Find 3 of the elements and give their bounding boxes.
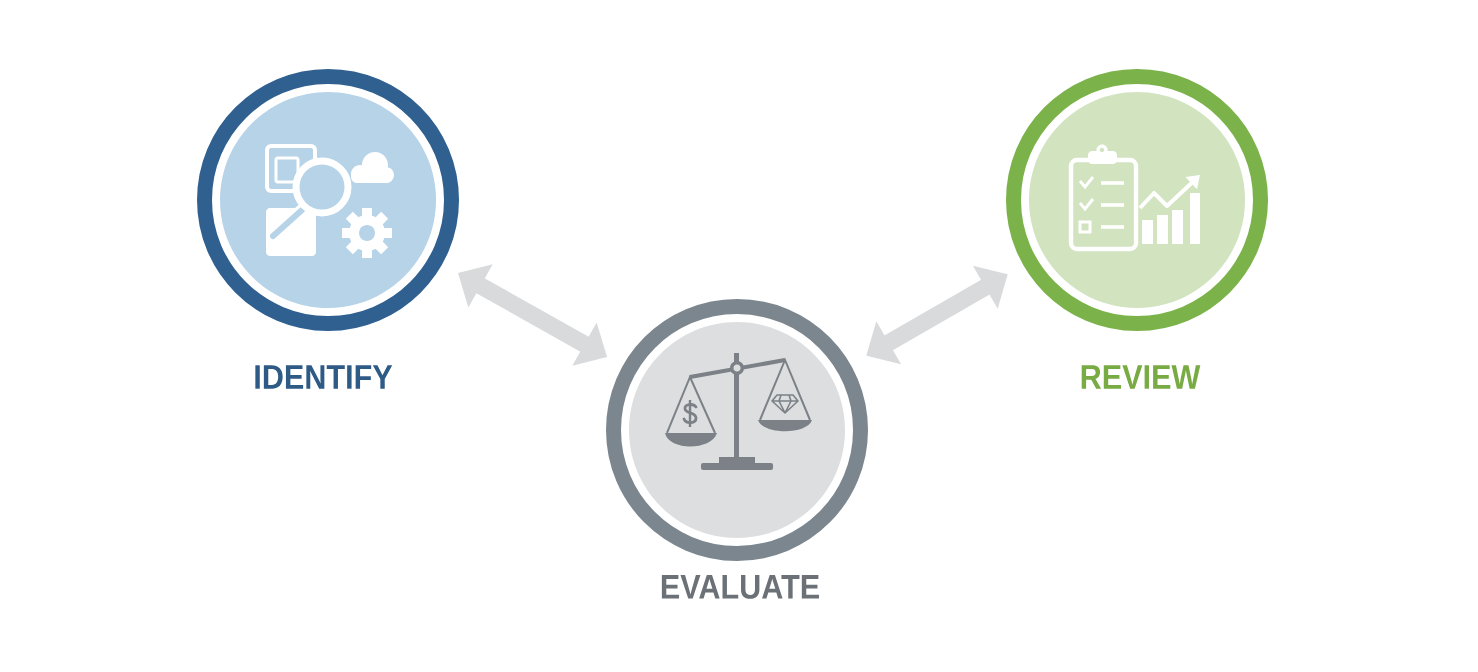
step-label: REVIEW [1081, 365, 1201, 389]
step-label: EVALUATE [661, 575, 819, 599]
step-label: IDENTIFY [255, 365, 393, 389]
